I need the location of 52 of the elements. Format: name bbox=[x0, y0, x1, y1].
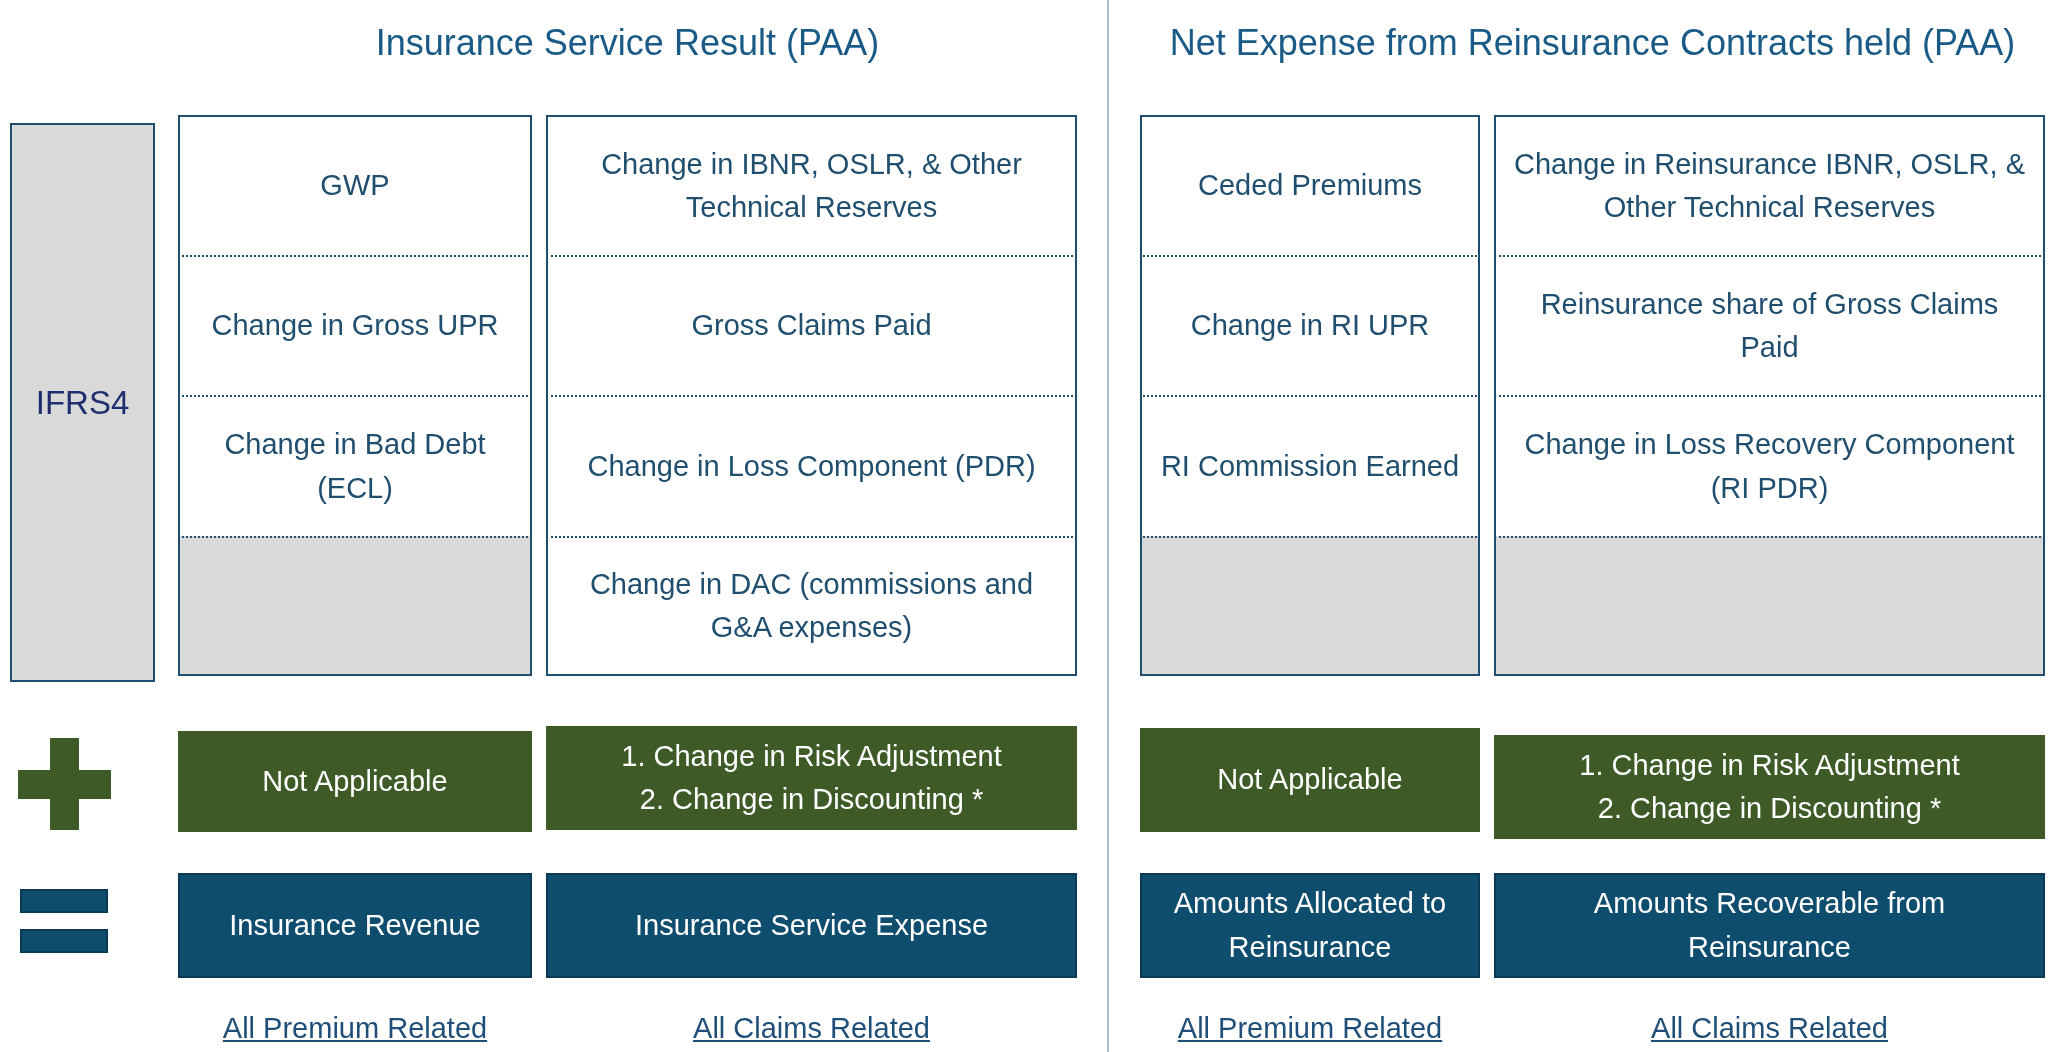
empty-cell bbox=[1140, 536, 1480, 676]
result-box bbox=[178, 873, 532, 978]
column-footer: All Premium Related bbox=[222, 1012, 488, 1045]
section-heading: Net Expense from Reinsurance Contracts held (PAA) bbox=[1169, 22, 2016, 64]
section-heading: Insurance Service Result (PAA) bbox=[375, 22, 880, 64]
result-text: Amounts Allocated to Reinsurance bbox=[1172, 886, 1448, 965]
list-item: 1. Change in Risk Adjustment bbox=[1579, 747, 1960, 783]
cell-text: RI Commission Earned bbox=[1160, 448, 1460, 484]
cell-text: Change in Gross UPR bbox=[211, 308, 499, 344]
empty-cell bbox=[178, 536, 532, 676]
table-cell bbox=[1494, 255, 2045, 395]
column-footer: All Claims Related bbox=[1651, 1012, 1888, 1045]
table-cell bbox=[1140, 255, 1480, 395]
table-cell bbox=[178, 115, 532, 255]
result-text: Insurance Service Expense bbox=[635, 907, 988, 943]
cell-text: Change in RI UPR bbox=[1190, 308, 1430, 344]
adjustment-box bbox=[546, 726, 1077, 830]
table-cell bbox=[546, 115, 1077, 255]
table-cell bbox=[546, 536, 1077, 676]
result-box bbox=[546, 873, 1077, 978]
cell-text: Gross Claims Paid bbox=[691, 308, 932, 344]
result-box bbox=[1140, 873, 1480, 978]
cell-text: Change in Reinsurance IBNR, OSLR, & Other Technical Reserves bbox=[1513, 146, 2026, 225]
table-cell bbox=[1140, 115, 1480, 255]
table-cell bbox=[546, 395, 1077, 536]
empty-cell bbox=[1494, 536, 2045, 676]
standard-label-box bbox=[10, 123, 155, 682]
list-item: 2. Change in Discounting * bbox=[1597, 791, 1942, 826]
standard-label: IFRS4 bbox=[35, 382, 130, 423]
list-item: 1. Change in Risk Adjustment bbox=[621, 738, 1002, 774]
result-box bbox=[1494, 873, 2045, 978]
adjustment-box bbox=[178, 731, 532, 832]
cell-text: Change in IBNR, OSLR, & Other Technical Reserves bbox=[600, 146, 1023, 225]
adjustment-box bbox=[1494, 735, 2045, 839]
result-text: Amounts Recoverable from Reinsurance bbox=[1592, 886, 1947, 965]
column-footer: All Claims Related bbox=[693, 1012, 930, 1045]
table-cell bbox=[546, 255, 1077, 395]
result-text: Insurance Revenue bbox=[229, 907, 481, 943]
cell-text: Change in Loss Component (PDR) bbox=[587, 448, 1036, 484]
cell-text: GWP bbox=[320, 168, 390, 204]
cell-text: Change in Bad Debt (ECL) bbox=[223, 427, 487, 506]
cell-text: Change in Loss Recovery Component (RI PDR) bbox=[1523, 427, 2016, 506]
adjustment-box bbox=[1140, 728, 1480, 832]
list-item: Not Applicable bbox=[1217, 762, 1403, 798]
list-item: 2. Change in Discounting * bbox=[639, 782, 984, 817]
cell-text: Change in DAC (commissions and G&A expenses) bbox=[588, 566, 1035, 645]
column-footer: All Premium Related bbox=[1177, 1012, 1443, 1045]
table-cell bbox=[178, 255, 532, 395]
cell-text: Reinsurance share of Gross Claims Paid bbox=[1539, 286, 2000, 365]
cell-text: Ceded Premiums bbox=[1198, 168, 1422, 204]
table-cell bbox=[1494, 115, 2045, 255]
list-item: Not Applicable bbox=[262, 763, 448, 799]
